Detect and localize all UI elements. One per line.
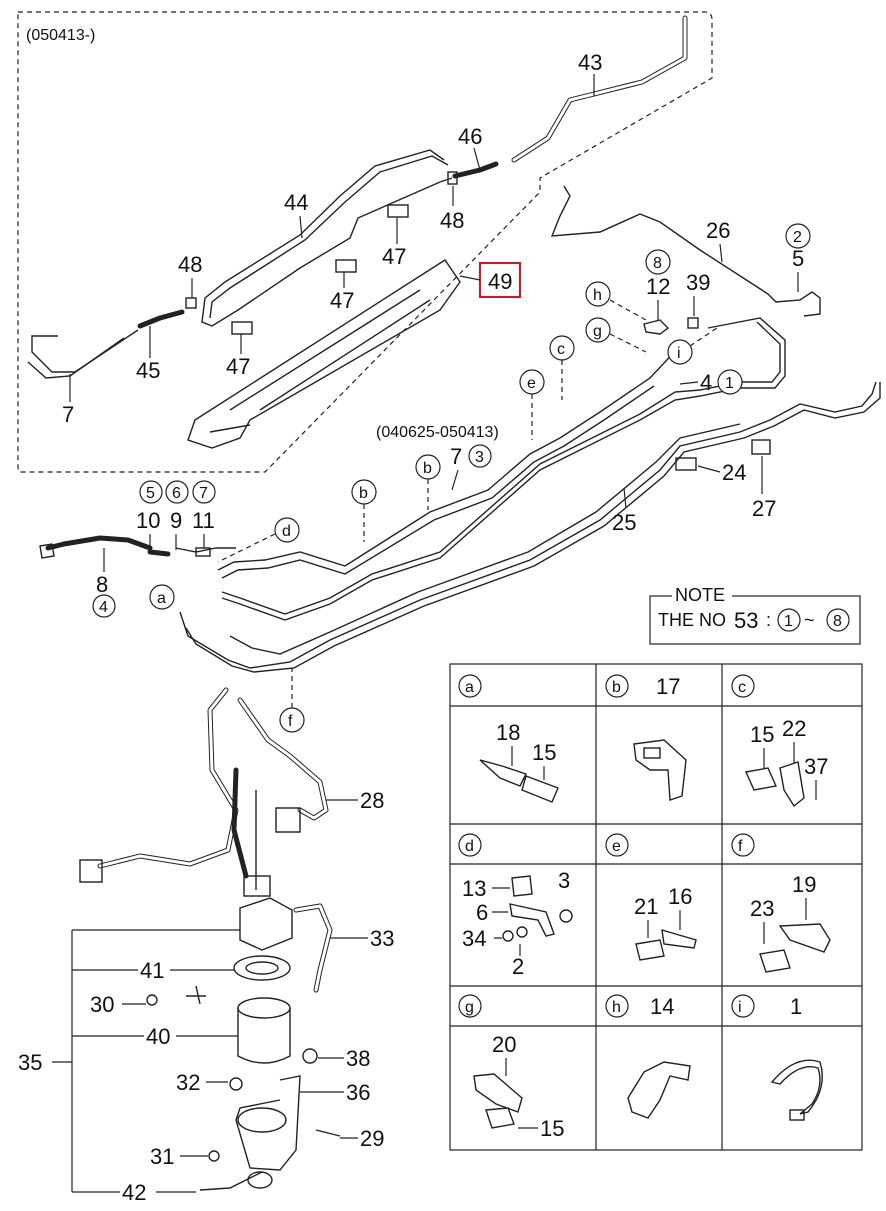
part-label-31: 31 bbox=[150, 1144, 174, 1169]
detail-a-label-15: 15 bbox=[532, 740, 556, 765]
part-label-47-top: 47 bbox=[382, 244, 406, 269]
callout-a: a bbox=[157, 590, 166, 607]
part-label-35: 35 bbox=[18, 1050, 42, 1075]
detail-table: a b 17 c 18 15 15 22 37 d e f 13 3 6 34 … bbox=[449, 663, 863, 1151]
part-label-45: 45 bbox=[136, 358, 160, 383]
detail-g-key: g bbox=[465, 999, 474, 1016]
part-label-32: 32 bbox=[176, 1070, 200, 1095]
note-tilde: ~ bbox=[804, 610, 815, 630]
part-label-46: 46 bbox=[458, 124, 482, 149]
part-label-30: 30 bbox=[90, 992, 114, 1017]
part-label-8-circled-top: 8 bbox=[653, 255, 662, 272]
detail-i-part: 1 bbox=[790, 994, 802, 1019]
detail-d-label-13: 13 bbox=[462, 876, 486, 901]
part-label-11: 11 bbox=[192, 508, 215, 533]
part-label-7-middle: 7 bbox=[450, 444, 462, 469]
upper-variant-section: (050413-) 43 46 44 48 48 47 bbox=[17, 11, 713, 473]
callout-h: h bbox=[593, 287, 602, 304]
part-label-38: 38 bbox=[346, 1046, 370, 1071]
callout-g: g bbox=[593, 323, 602, 340]
part-label-28: 28 bbox=[360, 788, 384, 813]
note-range-end: 8 bbox=[833, 613, 842, 630]
variant-label-middle: (040625-050413) bbox=[376, 424, 499, 441]
detail-g-label-20: 20 bbox=[492, 1032, 516, 1057]
callout-i: i bbox=[677, 345, 681, 362]
main-fuel-lines: (040625-050413) d a b b e bbox=[39, 185, 881, 733]
callout-b-left: b bbox=[359, 485, 368, 502]
callout-b-right: b bbox=[423, 460, 432, 477]
part-label-6-circled: 6 bbox=[172, 485, 181, 502]
detail-b-part: 17 bbox=[656, 674, 680, 699]
detail-d-label-3: 3 bbox=[558, 868, 570, 893]
part-label-25: 25 bbox=[612, 510, 636, 535]
part-label-49: 49 bbox=[488, 269, 512, 294]
part-label-5-circled: 5 bbox=[146, 485, 155, 502]
note-box: NOTE THE NO 53 : 1 ~ 8 bbox=[649, 585, 861, 645]
detail-c-label-22: 22 bbox=[782, 716, 806, 741]
part-label-42: 42 bbox=[122, 1180, 146, 1205]
part-label-12: 12 bbox=[646, 274, 670, 299]
detail-c-label-37: 37 bbox=[804, 754, 828, 779]
part-label-44: 44 bbox=[284, 190, 308, 215]
part-label-29: 29 bbox=[360, 1126, 384, 1151]
variant-label-upper: (050413-) bbox=[26, 27, 95, 44]
note-title: NOTE bbox=[675, 585, 725, 605]
detail-c-label-15: 15 bbox=[750, 722, 774, 747]
part-label-48-left: 48 bbox=[178, 252, 202, 277]
note-number: 53 bbox=[734, 608, 758, 633]
part-label-5: 5 bbox=[792, 246, 804, 271]
part-label-26: 26 bbox=[706, 218, 730, 243]
part-label-1-circled: 1 bbox=[725, 375, 734, 392]
callout-f: f bbox=[288, 713, 293, 730]
detail-d-key: d bbox=[465, 838, 474, 855]
detail-f-label-19: 19 bbox=[792, 872, 816, 897]
detail-d-label-34: 34 bbox=[462, 926, 486, 951]
part-label-3-circled: 3 bbox=[475, 449, 484, 466]
part-label-4-circled: 4 bbox=[99, 599, 108, 616]
part-label-47-bottom: 47 bbox=[226, 354, 250, 379]
part-label-39: 39 bbox=[686, 270, 710, 295]
note-range-start: 1 bbox=[784, 613, 793, 630]
part-label-40: 40 bbox=[146, 1024, 170, 1049]
detail-f-key: f bbox=[738, 838, 743, 855]
note-colon: : bbox=[766, 610, 771, 630]
detail-a-label-18: 18 bbox=[496, 720, 520, 745]
detail-h-key: h bbox=[612, 999, 621, 1016]
part-label-36: 36 bbox=[346, 1080, 370, 1105]
detail-e-label-21: 21 bbox=[634, 894, 658, 919]
detail-f-label-23: 23 bbox=[750, 896, 774, 921]
part-label-27: 27 bbox=[752, 496, 776, 521]
part-label-41: 41 bbox=[140, 958, 164, 983]
detail-h-part: 14 bbox=[650, 994, 674, 1019]
note-text-prefix: THE NO bbox=[658, 610, 726, 630]
detail-b-key: b bbox=[612, 679, 621, 696]
part-label-7-circled: 7 bbox=[199, 485, 208, 502]
detail-d-label-6: 6 bbox=[476, 900, 488, 925]
callout-e: e bbox=[527, 375, 536, 392]
detail-g-label-15: 15 bbox=[540, 1116, 564, 1141]
part-label-7-upper: 7 bbox=[62, 402, 74, 427]
detail-e-key: e bbox=[612, 838, 621, 855]
part-label-8: 8 bbox=[96, 572, 108, 597]
part-label-43: 43 bbox=[578, 50, 602, 75]
part-label-33: 33 bbox=[370, 926, 394, 951]
part-label-47-middle: 47 bbox=[330, 288, 354, 313]
part-label-10: 10 bbox=[136, 508, 160, 533]
callout-c: c bbox=[557, 341, 565, 358]
part-label-24: 24 bbox=[722, 460, 746, 485]
detail-a-key: a bbox=[465, 679, 474, 696]
detail-d-label-2: 2 bbox=[512, 954, 524, 979]
detail-c-key: c bbox=[738, 679, 746, 696]
detail-i-key: i bbox=[738, 999, 742, 1016]
fuel-filter-assembly: 28 33 41 30 40 35 38 32 36 29 31 42 bbox=[18, 687, 394, 1205]
detail-e-label-16: 16 bbox=[668, 884, 692, 909]
part-label-48-right: 48 bbox=[440, 208, 464, 233]
part-label-9: 9 bbox=[170, 508, 182, 533]
part-label-2-circled: 2 bbox=[793, 229, 802, 246]
part-label-4: 4 bbox=[700, 370, 712, 395]
callout-d: d bbox=[282, 523, 291, 540]
